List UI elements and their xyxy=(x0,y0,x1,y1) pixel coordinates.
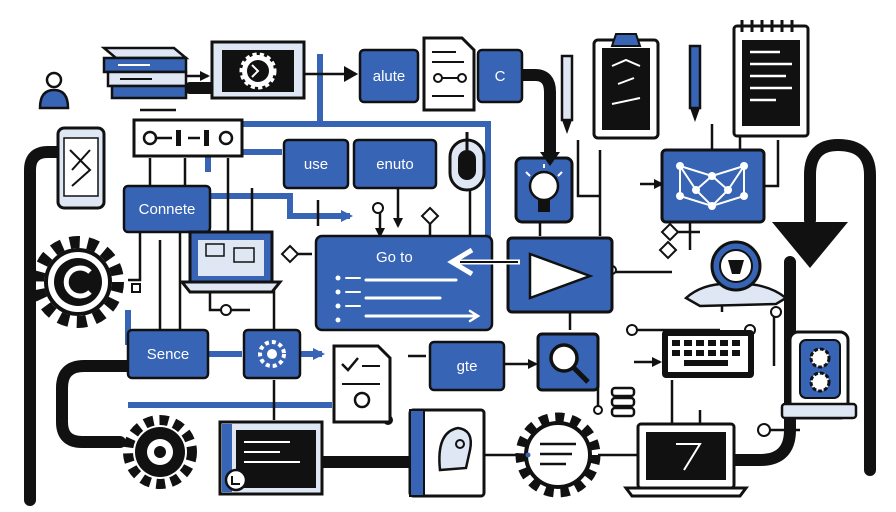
arrow-right-head xyxy=(344,66,358,82)
checklist-icon xyxy=(332,344,392,424)
node-alute-box xyxy=(358,48,420,104)
phone-icon xyxy=(56,126,106,210)
node-connete-box xyxy=(122,184,212,234)
node-use-box xyxy=(282,138,350,190)
small-gear-node xyxy=(242,328,302,380)
copyright-gear-icon xyxy=(32,236,124,328)
play-panel-icon xyxy=(447,236,614,314)
thick-flow-lines xyxy=(24,69,876,506)
book-profile-icon xyxy=(408,408,486,498)
gear-icon xyxy=(123,415,197,489)
laptop-icon xyxy=(178,230,284,294)
gear-terminal-icon xyxy=(210,40,306,100)
arrow-down-head-bulb xyxy=(540,152,560,166)
user-icon xyxy=(38,71,70,110)
search-icon xyxy=(536,332,600,392)
notebook-icon xyxy=(732,20,810,138)
switch-panel-icon xyxy=(132,118,244,158)
junction-markers xyxy=(131,202,782,437)
keyboard-icon xyxy=(662,330,754,378)
clipboard-icon xyxy=(592,33,660,140)
big-down-arrow xyxy=(772,222,848,268)
laptop-sketch-icon xyxy=(623,422,749,498)
thin-connectors xyxy=(128,69,800,457)
node-enuto-box xyxy=(352,138,438,190)
blue-connectors xyxy=(125,54,491,408)
goto-list-rows xyxy=(335,275,481,323)
pen-icon xyxy=(560,44,702,134)
terminal-window-icon xyxy=(218,420,324,496)
document-icon xyxy=(422,36,476,112)
robot-icon xyxy=(780,330,858,420)
server-stack-icon xyxy=(100,46,190,100)
gear-doc-icon xyxy=(515,412,601,498)
node-gte-box xyxy=(428,340,506,392)
network-icon xyxy=(660,148,766,224)
node-c-box xyxy=(476,48,524,104)
node-boxes xyxy=(122,48,524,392)
node-sence-box xyxy=(126,328,210,380)
coil-icon xyxy=(610,386,636,418)
bug-shield-icon xyxy=(683,240,789,308)
lightbulb-icon xyxy=(514,156,574,224)
mouse-icon xyxy=(448,132,486,192)
